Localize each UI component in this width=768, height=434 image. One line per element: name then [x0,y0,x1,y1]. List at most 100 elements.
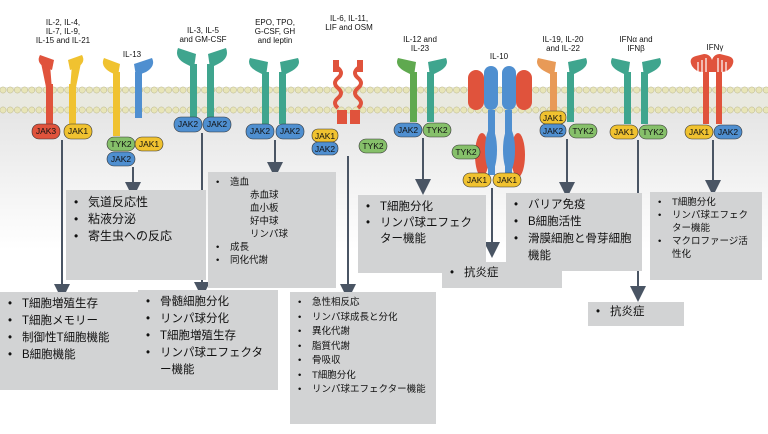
label-ifn-alpha-beta: IFNα and IFNβ [619,35,653,53]
lipid-bead [381,86,388,94]
lipid-bead [323,86,331,94]
effects-ifng-box: T細胞分化 リンパ球エフェクター機能 マクロファージ活性化 [650,192,762,280]
lipid-bead [611,106,619,114]
effect-item: T細胞分化 [298,369,428,384]
tyk2-label-8: TYK2 [572,126,594,136]
lipid-bead [676,86,684,94]
lipid-bead [366,106,374,114]
lipid-bead [302,106,309,114]
lipid-bead [35,86,43,94]
lipid-bead [734,106,741,114]
lipid-bead [633,106,640,114]
lipid-bead [222,86,230,94]
effect-item: T細胞メモリー [8,313,130,330]
lipid-bead [575,86,583,94]
effect-item: 骨髄細胞分化 [146,294,270,311]
lipid-bead [222,106,230,114]
receptor-il19-family [537,58,598,139]
effect-subitem: 血小板 [250,203,279,214]
lipid-bead [604,106,612,114]
lipid-bead [0,86,7,94]
receptor-il12-family [393,58,452,138]
effect-item: 粘液分泌 [74,211,198,228]
effect-item: リンパ球エフェクター機能 [146,345,270,379]
lipid-bead [669,106,676,114]
lipid-bead [294,106,302,114]
lipid-bead [539,86,547,94]
label-ifn-gamma: IFNγ [706,43,724,52]
lipid-bead [86,106,93,114]
lipid-bead [647,86,655,94]
effect-item: 抗炎症 [450,266,554,282]
lipid-bead [14,86,21,94]
effect-item: 気道反応性 [74,194,198,211]
lipid-bead [100,106,108,114]
label-il12-family: IL-12 and IL-23 [403,35,437,53]
lipid-bead [21,106,28,114]
jak3-label-1: JAK3 [36,126,57,136]
lipid-bead [654,106,662,114]
lipid-bead [683,86,691,94]
lipid-bead [150,106,158,114]
jak2-label-4a: JAK2 [250,126,271,136]
lipid-bead [611,86,619,94]
lipid-bead [35,106,43,114]
jak1-label-1: JAK1 [68,126,89,136]
lipid-bead [388,106,396,114]
lipid-bead [179,86,187,94]
lipid-bead [575,106,583,114]
effect-subitem: 赤血球 [250,190,279,201]
lipid-bead [21,86,28,94]
lipid-bead [690,86,698,94]
lipid-bead [93,86,100,94]
lipid-bead [582,86,590,94]
effects-il6-box: 急性相反応 リンパ球成長と分化 異化代謝 脂質代謝 骨吸収 T細胞分化 リンパ球… [290,292,436,424]
jak1-label-7a: JAK1 [467,175,488,185]
lipid-bead [122,86,129,94]
lipid-bead [374,106,381,114]
effect-item: リンパ球エフェクター機能 [298,383,428,398]
lipid-bead [251,106,259,114]
jak1-label-10: JAK1 [689,127,710,137]
effect-item: 抗炎症 [596,305,676,321]
lipid-bead [273,106,280,114]
lipid-bead [150,86,158,94]
lipid-bead [287,86,295,94]
effect-item: 滑膜細胞と骨芽細胞機能 [514,231,634,265]
lipid-bead [143,106,151,114]
lipid-bead [654,86,662,94]
lipid-bead [100,86,108,94]
effect-item: 寄生虫への反応 [74,228,198,245]
lipid-bead [460,86,468,94]
label-il13: IL-13 [122,50,142,59]
lipid-bead [762,86,768,94]
lipid-bead [359,86,367,94]
lipid-bead [438,86,446,94]
lipid-bead [446,86,453,94]
jak1-label-2: JAK1 [139,139,160,149]
lipid-bead [748,106,756,114]
lipid-bead [755,106,763,114]
lipid-bead [230,86,237,94]
lipid-bead [165,106,172,114]
lipid-bead [590,106,597,114]
lipid-bead [453,86,460,94]
lipid-bead [316,86,324,94]
lipid-bead [287,106,295,114]
effect-item: 骨吸収 [298,354,428,369]
lipid-bead [402,106,410,114]
lipid-bead [582,106,590,114]
lipid-bead [158,86,165,94]
lipid-bead [438,106,446,114]
lipid-bead [532,106,540,114]
lipid-bead [78,86,86,94]
lipid-bead [309,86,316,94]
lipid-bead [237,106,244,114]
lipid-bead [755,86,763,94]
jak2-label-2: JAK2 [111,154,132,164]
jak1-label-9: JAK1 [614,127,635,137]
effect-item: マクロファージ活性化 [658,235,754,261]
lipid-bead [532,86,540,94]
receptor-il2-family [31,55,93,140]
lipid-bead [597,86,604,94]
